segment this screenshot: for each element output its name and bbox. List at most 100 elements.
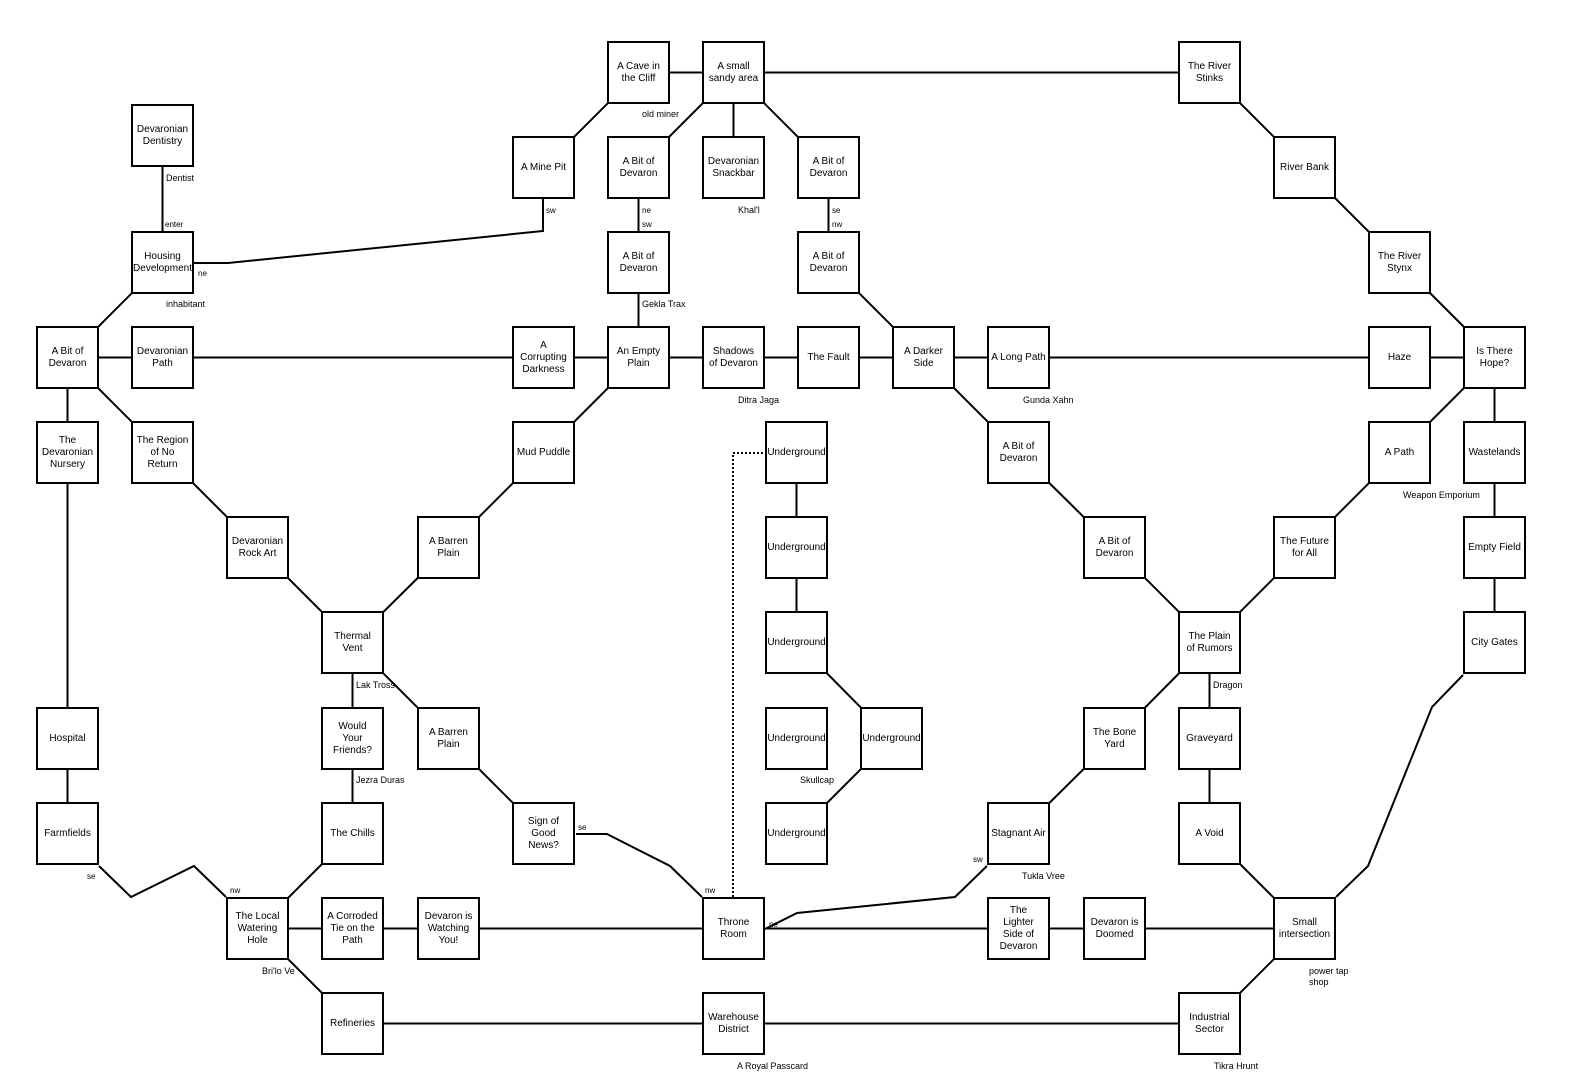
- room-hope[interactable]: Is There Hope?: [1463, 326, 1526, 389]
- room-housing[interactable]: Housing Development: [131, 231, 194, 294]
- room-underground-1[interactable]: Underground: [765, 421, 828, 484]
- connection-path-2: [576, 833, 703, 898]
- room-chills[interactable]: The Chills: [321, 802, 384, 865]
- room-underground-2[interactable]: Underground: [765, 516, 828, 579]
- room-underground-5[interactable]: Underground: [860, 707, 923, 770]
- room-bone-yard[interactable]: The Bone Yard: [1083, 707, 1146, 770]
- room-label: Housing Development: [133, 250, 192, 274]
- room-label: Industrial Sector: [1189, 1011, 1230, 1035]
- room-label: A Barren Plain: [429, 535, 468, 559]
- room-shadows[interactable]: Shadows of Devaron: [702, 326, 765, 389]
- room-underground-6[interactable]: Underground: [765, 802, 828, 865]
- room-label: Mud Puddle: [516, 446, 571, 458]
- room-mine-pit[interactable]: A Mine Pit: [512, 136, 575, 199]
- room-bit-devaron-w[interactable]: A Bit of Devaron: [36, 326, 99, 389]
- npc-label-skullcap: Skullcap: [800, 775, 835, 785]
- room-mud-puddle[interactable]: Mud Puddle: [512, 421, 575, 484]
- room-devaronian-path[interactable]: Devaronian Path: [131, 326, 194, 389]
- room-snackbar[interactable]: Devaronian Snackbar: [702, 136, 765, 199]
- room-hospital[interactable]: Hospital: [36, 707, 99, 770]
- room-city-gates[interactable]: City Gates: [1463, 611, 1526, 674]
- room-stagnant-air[interactable]: Stagnant Air: [987, 802, 1050, 865]
- room-no-return[interactable]: The Region of No Return: [131, 421, 194, 484]
- room-empty-plain[interactable]: An Empty Plain: [607, 326, 670, 389]
- room-graveyard[interactable]: Graveyard: [1178, 707, 1241, 770]
- room-warehouse[interactable]: Warehouse District: [702, 992, 765, 1055]
- room-label: The Plain of Rumors: [1186, 630, 1233, 654]
- room-label: The Lighter Side of Devaron: [999, 904, 1038, 952]
- room-label: An Empty Plain: [616, 345, 661, 369]
- room-river-bank[interactable]: River Bank: [1273, 136, 1336, 199]
- room-label: A Corroded Tie on the Path: [327, 910, 378, 946]
- exit-direction-enter: enter: [165, 220, 184, 229]
- room-a-path[interactable]: A Path: [1368, 421, 1431, 484]
- exit-direction-ne-housing: ne: [198, 269, 207, 278]
- room-industrial[interactable]: Industrial Sector: [1178, 992, 1241, 1055]
- room-underground-3[interactable]: Underground: [765, 611, 828, 674]
- room-river-stinks[interactable]: The River Stinks: [1178, 41, 1241, 104]
- room-label: Is There Hope?: [1476, 345, 1513, 369]
- room-corrupting[interactable]: A Corrupting Darkness: [512, 326, 575, 389]
- room-friends[interactable]: Would Your Friends?: [321, 707, 384, 770]
- room-lighter-side[interactable]: The Lighter Side of Devaron: [987, 897, 1050, 960]
- room-label: A Bit of Devaron: [809, 155, 848, 179]
- room-bit-devaron-a[interactable]: A Bit of Devaron: [607, 136, 670, 199]
- exit-direction-sw-stagnant: sw: [973, 855, 983, 864]
- room-barren-plain-1[interactable]: A Barren Plain: [417, 516, 480, 579]
- room-label: A Barren Plain: [429, 726, 468, 750]
- room-good-news[interactable]: Sign of Good News?: [512, 802, 575, 865]
- room-doomed[interactable]: Devaron is Doomed: [1083, 897, 1146, 960]
- npc-label-brilo-ve: Bri'lo Ve: [262, 966, 295, 976]
- room-haze[interactable]: Haze: [1368, 326, 1431, 389]
- room-label: Underground: [767, 541, 826, 553]
- room-label: Graveyard: [1186, 732, 1233, 744]
- exit-direction-se-bit-b: se: [832, 206, 841, 215]
- room-bit-devaron-c[interactable]: A Bit of Devaron: [607, 231, 670, 294]
- room-void[interactable]: A Void: [1178, 802, 1241, 865]
- room-refineries[interactable]: Refineries: [321, 992, 384, 1055]
- room-small-intersection[interactable]: Small intersection: [1273, 897, 1336, 960]
- room-empty-field[interactable]: Empty Field: [1463, 516, 1526, 579]
- room-long-path[interactable]: A Long Path: [987, 326, 1050, 389]
- room-label: The Chills: [330, 827, 375, 839]
- room-label: The Future for All: [1280, 535, 1329, 559]
- room-label: Stagnant Air: [991, 827, 1046, 839]
- room-barren-plain-2[interactable]: A Barren Plain: [417, 707, 480, 770]
- room-throne-room[interactable]: Throne Room: [702, 897, 765, 960]
- room-sandy-area[interactable]: A small sandy area: [702, 41, 765, 104]
- room-label: A Cave in the Cliff: [617, 60, 660, 84]
- room-farmfields[interactable]: Farmfields: [36, 802, 99, 865]
- room-label: A small sandy area: [708, 60, 759, 84]
- exit-direction-nw-bit-b: nw: [832, 220, 843, 229]
- room-darker-side[interactable]: A Darker Side: [892, 326, 955, 389]
- room-thermal-vent[interactable]: Thermal Vent: [321, 611, 384, 674]
- room-corroded-tie[interactable]: A Corroded Tie on the Path: [321, 897, 384, 960]
- room-river-stynx[interactable]: The River Stynx: [1368, 231, 1431, 294]
- npc-label-jezra-duras: Jezra Duras: [356, 775, 405, 785]
- room-label: A Bit of Devaron: [809, 250, 848, 274]
- room-fault[interactable]: The Fault: [797, 326, 860, 389]
- room-future[interactable]: The Future for All: [1273, 516, 1336, 579]
- room-label: Wastelands: [1468, 446, 1521, 458]
- room-bit-devaron-f[interactable]: A Bit of Devaron: [1083, 516, 1146, 579]
- npc-label-dragon: Dragon: [1213, 680, 1243, 690]
- room-dentistry[interactable]: Devaronian Dentistry: [131, 104, 194, 167]
- npc-label-inhabitant: inhabitant: [166, 299, 206, 309]
- room-watering-hole[interactable]: The Local Watering Hole: [226, 897, 289, 960]
- room-cave-cliff[interactable]: A Cave in the Cliff: [607, 41, 670, 104]
- room-plain-rumors[interactable]: The Plain of Rumors: [1178, 611, 1241, 674]
- room-bit-devaron-b[interactable]: A Bit of Devaron: [797, 136, 860, 199]
- room-label: River Bank: [1280, 161, 1329, 173]
- room-label: The Region of No Return: [136, 434, 189, 470]
- room-nursery[interactable]: The Devaronian Nursery: [36, 421, 99, 484]
- room-bit-devaron-e[interactable]: A Bit of Devaron: [987, 421, 1050, 484]
- room-wastelands[interactable]: Wastelands: [1463, 421, 1526, 484]
- room-underground-4[interactable]: Underground: [765, 707, 828, 770]
- room-label: Underground: [767, 446, 826, 458]
- npc-label-powertap-shop: power tap shop: [1309, 966, 1349, 987]
- room-label: The Devaronian Nursery: [41, 434, 94, 470]
- room-bit-devaron-d[interactable]: A Bit of Devaron: [797, 231, 860, 294]
- room-watching[interactable]: Devaron is Watching You!: [417, 897, 480, 960]
- room-label: Underground: [767, 732, 826, 744]
- room-rock-art[interactable]: Devaronian Rock Art: [226, 516, 289, 579]
